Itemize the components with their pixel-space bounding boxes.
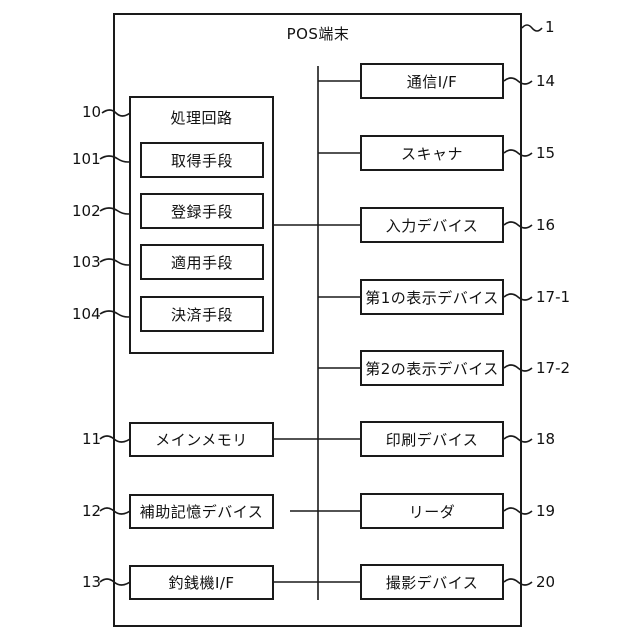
reader-ref: 19 bbox=[536, 502, 555, 520]
scanner-label: スキャナ bbox=[360, 135, 504, 171]
unit-ref-acquire: 101 bbox=[72, 150, 101, 168]
input-device-ref: 16 bbox=[536, 216, 555, 234]
unit-label-acquire: 取得手段 bbox=[140, 142, 264, 178]
camera-device-label: 撮影デバイス bbox=[360, 564, 504, 600]
unit-label-settle: 決済手段 bbox=[140, 296, 264, 332]
auxiliary-storage-label: 補助記憶デバイス bbox=[129, 494, 274, 529]
comm-if-label: 通信I/F bbox=[360, 63, 504, 99]
comm-if-ref: 14 bbox=[536, 72, 555, 90]
input-device-label: 入力デバイス bbox=[360, 207, 504, 243]
main-memory-ref: 11 bbox=[82, 430, 101, 448]
auxiliary-storage-ref: 12 bbox=[82, 502, 101, 520]
main-memory-label: メインメモリ bbox=[129, 422, 274, 457]
unit-label-apply: 適用手段 bbox=[140, 244, 264, 280]
camera-device-ref: 20 bbox=[536, 573, 555, 591]
unit-ref-apply: 103 bbox=[72, 253, 101, 271]
second-display-label: 第2の表示デバイス bbox=[360, 350, 504, 386]
unit-label-register: 登録手段 bbox=[140, 193, 264, 229]
first-display-ref: 17-1 bbox=[536, 288, 570, 306]
unit-ref-settle: 104 bbox=[72, 305, 101, 323]
processing-circuit-ref: 10 bbox=[82, 103, 101, 121]
second-display-ref: 17-2 bbox=[536, 359, 570, 377]
print-device-label: 印刷デバイス bbox=[360, 421, 504, 457]
unit-ref-register: 102 bbox=[72, 202, 101, 220]
first-display-label: 第1の表示デバイス bbox=[360, 279, 504, 315]
scanner-ref: 15 bbox=[536, 144, 555, 162]
reader-label: リーダ bbox=[360, 493, 504, 529]
change-machine-if-ref: 13 bbox=[82, 573, 101, 591]
processing-circuit-title: 処理回路 bbox=[129, 106, 274, 128]
pos-terminal-title: POS端末 bbox=[268, 22, 368, 44]
pos-terminal-ref: 1 bbox=[545, 18, 555, 36]
ref-leader-1 bbox=[522, 25, 542, 31]
change-machine-if-label: 釣銭機I/F bbox=[129, 565, 274, 600]
print-device-ref: 18 bbox=[536, 430, 555, 448]
